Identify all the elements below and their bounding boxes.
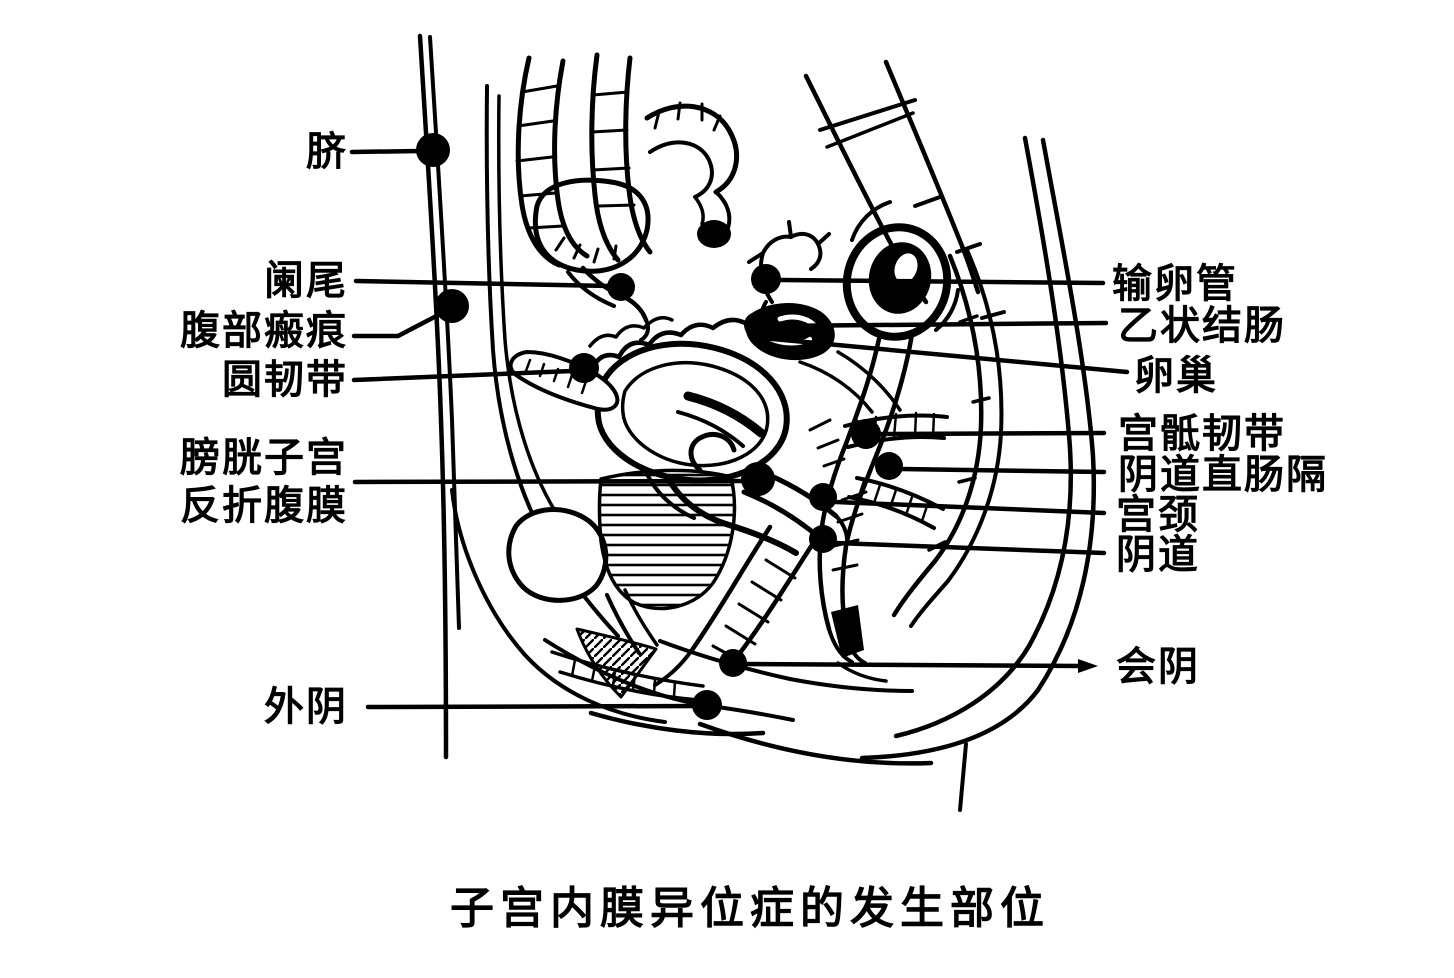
label-navel: 脐 [306,129,348,174]
label-appendix: 阑尾 [264,258,348,303]
retropubic-wedge [597,468,737,611]
leader-perineum [743,661,1088,669]
leader-fallopian-tube [778,277,1106,286]
uterine-cavity [683,391,766,438]
vulva-drawing [450,488,795,724]
leader-sigmoid-colon [768,320,1109,329]
thigh-line [958,742,968,812]
leader-perineum-arrowhead [1078,659,1098,673]
label-vesicouterine-line2: 反折腹膜 [180,483,348,528]
label-abdominal-scar: 腹部瘢痕 [180,308,348,353]
label-cervix: 宫颈 [1116,492,1200,537]
site-dot-appendix [607,273,635,301]
label-vesicouterine-line1: 膀胱子宫 [180,435,348,480]
leader-rectovaginal-septum [898,466,1107,475]
leader-appendix [353,278,613,289]
site-dot-navel [416,133,450,167]
label-fallopian-tube: 输卵管 [1112,261,1238,306]
label-round-ligament: 圆韧带 [222,357,348,402]
leader-round-ligament [351,368,575,383]
site-dots [416,133,903,720]
site-dot-sigmoid-colon [744,312,770,338]
leader-uterosacral-ligament [874,430,1107,437]
site-dot-uterosacral-ligament [851,419,881,449]
bladder [506,507,609,603]
ovary-drawing [745,220,902,414]
label-sigmoid-colon: 乙状结肠 [1118,303,1286,348]
rectum [817,331,915,665]
label-vulva: 外阴 [264,684,348,729]
figure-caption: 子宫内膜异位症的发生部位 [450,884,1050,933]
site-dot-cervix [809,483,837,511]
site-dot-vulva [692,690,722,720]
site-dot-perineum [719,649,747,677]
site-dot-vesicouterine [741,462,775,496]
label-perineum: 会阴 [1116,644,1200,689]
label-rectovaginal-septum: 阴道直肠隔 [1118,452,1328,497]
site-dot-fallopian-tube [751,264,781,294]
label-uterosacral-ligament: 宫骶韧带 [1118,411,1286,456]
leader-vulva [365,703,700,710]
perineum-drawing [588,418,934,766]
leader-vagina [833,540,1107,556]
sigmoid-colon-drawing [842,200,960,341]
leader-cervix [833,499,1107,516]
leader-vesicouterine [352,478,750,485]
site-dot-abdominal-scar [435,289,469,323]
site-dot-vagina [809,525,837,553]
label-vagina: 阴道 [1116,532,1200,577]
round-ligament-drawing [508,350,620,412]
site-dot-rectovaginal-septum [875,452,903,480]
leader-ovary [759,335,1130,375]
leader-navel [349,148,423,155]
vagina-drawing [653,524,815,687]
leader-abdominal-scar [351,308,449,339]
back-outline [859,135,1097,812]
leader-lines [349,148,1130,710]
small-intestine [515,52,740,342]
label-ovary: 卵巢 [1134,353,1218,398]
appendix-tip [639,318,651,342]
site-dot-round-ligament [569,353,599,383]
